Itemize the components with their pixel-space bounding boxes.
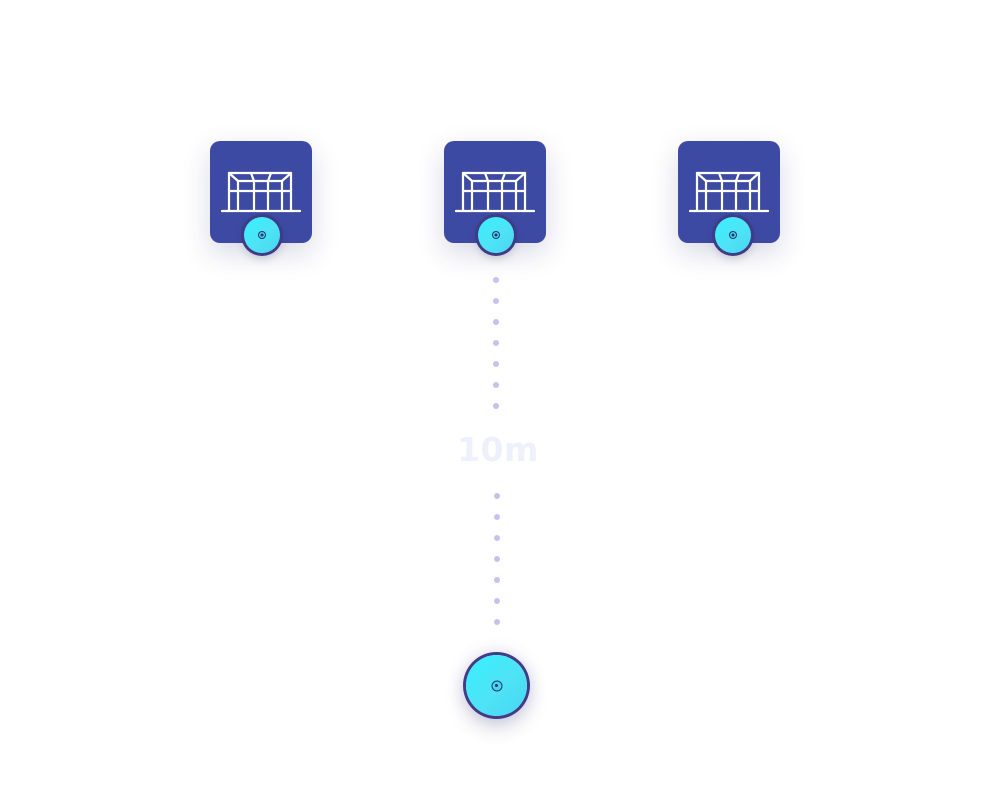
goal-net-icon: [221, 171, 301, 213]
distance-label: 10m: [457, 430, 539, 469]
distance-dot: [493, 319, 499, 325]
distance-dot: [493, 277, 499, 283]
distance-dot: [494, 577, 500, 583]
distance-dot: [494, 535, 500, 541]
goal-tile-right: [678, 141, 780, 243]
distance-dot: [494, 598, 500, 604]
distance-dot: [494, 493, 500, 499]
cone-center-icon: [729, 231, 737, 239]
cone-center-icon: [491, 680, 502, 691]
distance-dot: [494, 556, 500, 562]
cone-marker-left: [244, 217, 280, 253]
distance-dot: [493, 340, 499, 346]
cone-marker-center: [478, 217, 514, 253]
cone-marker-right: [715, 217, 751, 253]
goal-net-icon: [689, 171, 769, 213]
distance-dot: [494, 514, 500, 520]
goal-net-icon: [455, 171, 535, 213]
cone-center-icon: [492, 231, 500, 239]
cone-center-icon: [258, 231, 266, 239]
distance-dot: [493, 298, 499, 304]
distance-dot: [493, 361, 499, 367]
distance-dot: [493, 403, 499, 409]
distance-dot: [493, 382, 499, 388]
distance-dot: [494, 619, 500, 625]
cone-marker-start: [466, 655, 527, 716]
